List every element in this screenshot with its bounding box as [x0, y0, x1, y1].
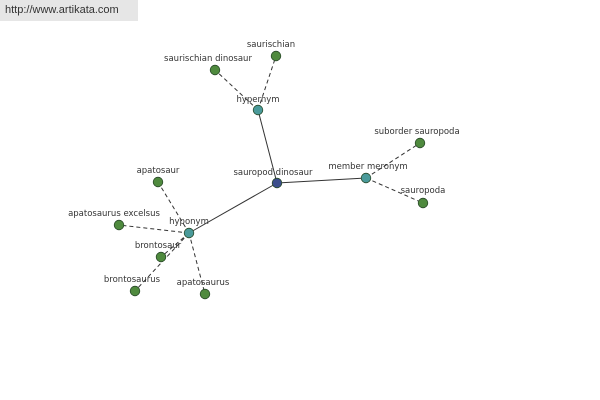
term-apatosaurus-excelsus-label[interactable]: apatosaurus excelsus [68, 209, 160, 219]
term-suborder-sauropoda-label[interactable]: suborder sauropoda [374, 127, 459, 137]
relation-hypernym-label[interactable]: hypernym [236, 95, 279, 105]
relation-member-meronym-label[interactable]: member meronym [328, 162, 407, 172]
relation-hypernym-node[interactable] [252, 104, 264, 116]
edge-sauropod-dinosaur-hyponym [188, 182, 278, 234]
term-brontosaurus-node[interactable] [129, 285, 141, 297]
edge-hyponym-brontosaur [160, 232, 190, 258]
edge-sauropod-dinosaur-member-meronym [276, 177, 367, 184]
edge-hyponym-brontosaurus [134, 232, 190, 292]
relation-member-meronym-node[interactable] [360, 172, 372, 184]
term-saurischian-node[interactable] [270, 50, 282, 62]
edge-hyponym-apatosaurus [188, 232, 206, 295]
relation-hyponym-node[interactable] [183, 227, 195, 239]
term-saurischian-dinosaur-label[interactable]: saurischian dinosaur [164, 54, 252, 64]
term-apatosaur-node[interactable] [152, 176, 164, 188]
term-suborder-sauropoda-node[interactable] [414, 137, 426, 149]
term-brontosaur-node[interactable] [155, 251, 167, 263]
center-sauropod-dinosaur-label[interactable]: sauropod dinosaur [233, 168, 313, 178]
edge-hyponym-apatosaurus-excelsus [118, 224, 190, 234]
site-url[interactable]: http://www.artikata.com [0, 0, 138, 21]
edge-member-meronym-sauropoda [365, 177, 424, 204]
term-brontosaurus-label[interactable]: brontosaurus [104, 275, 161, 285]
term-saurischian-dinosaur-node[interactable] [209, 64, 221, 76]
term-apatosaurus-node[interactable] [199, 288, 211, 300]
term-sauropoda-node[interactable] [417, 197, 429, 209]
term-sauropoda-label[interactable]: sauropoda [401, 186, 446, 196]
edge-member-meronym-suborder-sauropoda [365, 142, 421, 179]
term-brontosaur-label[interactable]: brontosaur [135, 241, 182, 251]
term-saurischian-label[interactable]: saurischian [247, 40, 295, 50]
term-apatosaurus-label[interactable]: apatosaurus [177, 278, 230, 288]
center-sauropod-dinosaur-node[interactable] [271, 177, 283, 189]
relation-hyponym-label[interactable]: hyponym [169, 217, 209, 227]
edge-hypernym-saurischian [257, 55, 277, 111]
term-apatosaurus-excelsus-node[interactable] [113, 219, 125, 231]
term-apatosaur-label[interactable]: apatosaur [137, 166, 180, 176]
edge-sauropod-dinosaur-hypernym [257, 109, 278, 184]
edge-hypernym-saurischian-dinosaur [214, 69, 259, 111]
edge-hyponym-apatosaur [157, 181, 190, 234]
